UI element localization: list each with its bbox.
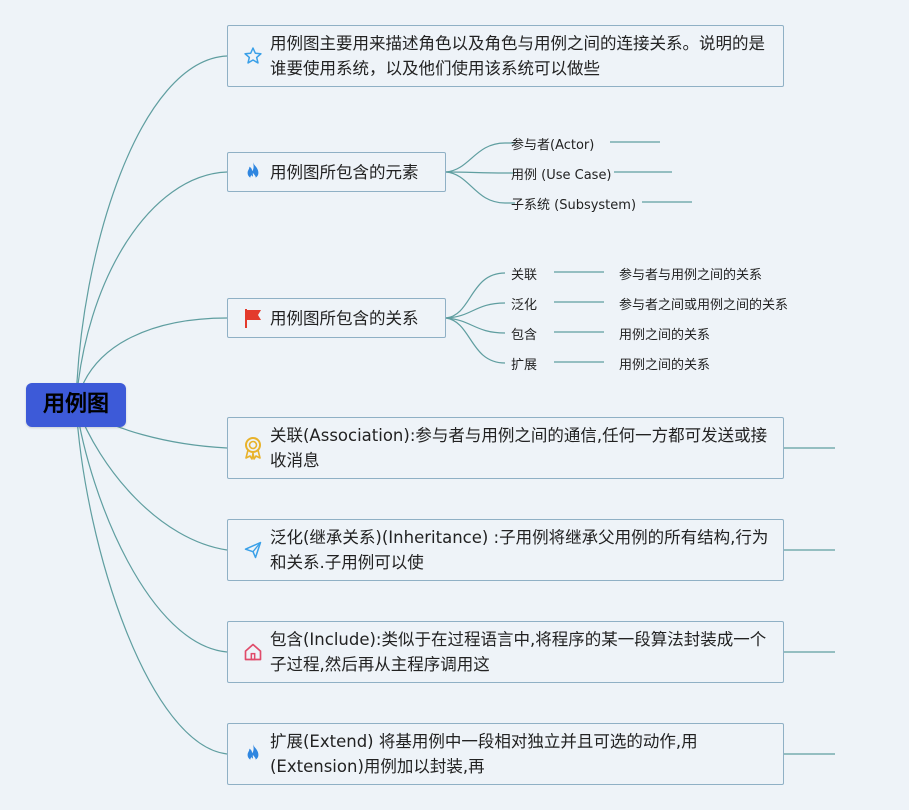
leaf-generalization[interactable]: 泛化 [511, 298, 538, 313]
topic-overview[interactable]: 用例图主要用来描述角色以及角色与用例之间的连接关系。说明的是谁要使用系统，以及他… [227, 25, 784, 87]
topic-text: 泛化(继承关系)(Inheritance) :子用例将继承父用例的所有结构,行为… [270, 528, 769, 572]
link-t3-c2 [445, 302, 506, 319]
leaf-use-case[interactable]: 用例 (Use Case) [511, 168, 612, 183]
topic-extend[interactable]: 扩展(Extend) 将基用例中一段相对独立并且可选的动作,用(Extensio… [227, 723, 784, 785]
topic-relations[interactable]: 用例图所包含的关系 [227, 298, 446, 338]
link-t3-c1 [445, 272, 506, 319]
link-root-topic-7 [75, 404, 228, 755]
link-t3-c3 [445, 317, 506, 334]
link-t3-c4 [445, 317, 506, 364]
topic-text: 用例图主要用来描述角色以及角色与用例之间的连接关系。说明的是谁要使用系统，以及他… [270, 34, 765, 78]
link-t2-c3 [445, 171, 515, 204]
topic-text: 用例图所包含的关系 [270, 308, 419, 328]
link-root-topic-5 [75, 404, 228, 551]
flag-icon [242, 307, 264, 329]
topic-inheritance[interactable]: 泛化(继承关系)(Inheritance) :子用例将继承父用例的所有结构,行为… [227, 519, 784, 581]
link-root-topic-6 [75, 404, 228, 653]
flame-icon [242, 161, 264, 183]
star-icon [242, 45, 264, 67]
leaf-include-desc[interactable]: 用例之间的关系 [619, 328, 711, 343]
link-t2-c1 [445, 142, 515, 173]
home-icon [242, 641, 264, 663]
link-t2-c2 [445, 171, 515, 174]
topic-text: 用例图所包含的元素 [270, 162, 419, 182]
leaf-extend-desc[interactable]: 用例之间的关系 [619, 358, 711, 373]
flame-icon [242, 743, 264, 765]
leaf-generalization-desc[interactable]: 参与者之间或用例之间的关系 [619, 298, 789, 313]
topic-include[interactable]: 包含(Include):类似于在过程语言中,将程序的某一段算法封装成一个子过程,… [227, 621, 784, 683]
leaf-actor[interactable]: 参与者(Actor) [511, 138, 595, 153]
link-root-topic-1 [75, 55, 228, 406]
leaf-association-desc[interactable]: 参与者与用例之间的关系 [619, 268, 763, 283]
link-root-topic-2 [75, 171, 228, 406]
root-topic[interactable]: 用例图 [26, 383, 126, 427]
leaf-subsystem[interactable]: 子系统 (Subsystem) [511, 198, 637, 213]
topic-text: 关联(Association):参与者与用例之间的通信,任何一方都可发送或接收消… [270, 426, 768, 470]
leaf-association[interactable]: 关联 [511, 268, 538, 283]
award-icon [242, 437, 264, 460]
topic-association[interactable]: 关联(Association):参与者与用例之间的通信,任何一方都可发送或接收消… [227, 417, 784, 479]
paper-plane-icon [242, 539, 264, 561]
leaf-extend[interactable]: 扩展 [511, 358, 538, 373]
leaf-include[interactable]: 包含 [511, 328, 538, 343]
topic-text: 包含(Include):类似于在过程语言中,将程序的某一段算法封装成一个子过程,… [270, 630, 767, 674]
topic-text: 扩展(Extend) 将基用例中一段相对独立并且可选的动作,用(Extensio… [270, 732, 698, 776]
topic-elements[interactable]: 用例图所包含的元素 [227, 152, 446, 192]
